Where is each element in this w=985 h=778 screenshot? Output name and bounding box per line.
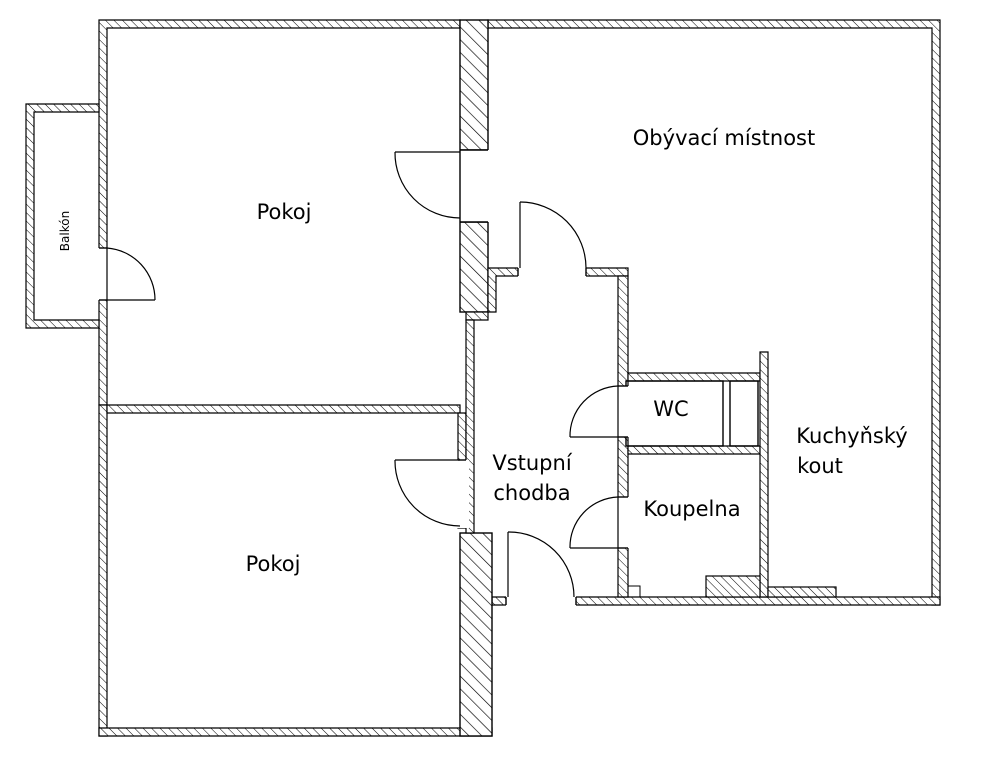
label-balkon: Balkón (58, 211, 72, 251)
label-vstupni: Vstupní (492, 451, 572, 475)
door-pokoj-top (394, 149, 490, 223)
door-wc (569, 385, 619, 438)
label-chodba: chodba (493, 481, 570, 505)
door-koupelna (569, 496, 619, 549)
label-kuchynsky: Kuchyňský (796, 424, 907, 448)
door-pokoj-bottom (394, 459, 469, 528)
door-living-room (519, 201, 587, 269)
label-pokoj-bottom: Pokoj (246, 552, 301, 576)
label-kout: kout (797, 454, 843, 478)
door-entrance (505, 531, 577, 609)
load-bearing-walls (459, 19, 493, 737)
room-labels: Pokoj Obývací místnost Pokoj Vstupní cho… (58, 126, 908, 576)
door-balcony (106, 247, 156, 301)
label-koupelna: Koupelna (643, 497, 740, 521)
label-obyvaci-mistnost: Obývací místnost (633, 126, 815, 150)
label-pokoj-top: Pokoj (257, 200, 312, 224)
doors (106, 149, 619, 609)
label-wc: WC (653, 397, 688, 421)
